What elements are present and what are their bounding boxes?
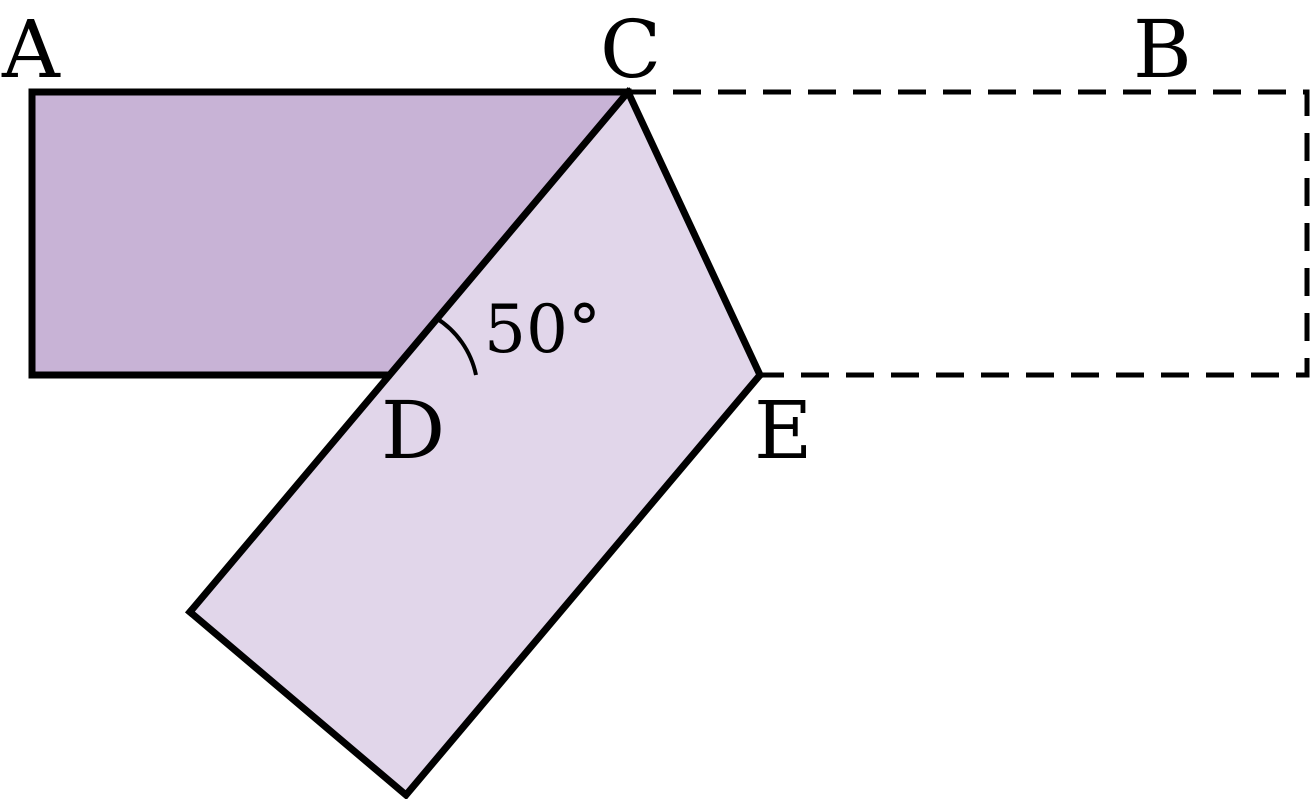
angle-label: 50°: [484, 291, 601, 368]
folded-flap: [190, 92, 760, 795]
label-A: A: [1, 3, 61, 96]
edge-CE: [623, 87, 765, 380]
original-rectangle-outline: [388, 89, 1310, 378]
edge-flap-bottom: [185, 370, 765, 799]
edge-A-left: [28, 88, 392, 379]
label-E: E: [754, 384, 812, 477]
angle-arc: [434, 316, 478, 376]
label-C: C: [600, 3, 661, 96]
label-D: D: [381, 384, 445, 477]
unfolded-region: [32, 92, 628, 375]
label-B: B: [1133, 3, 1192, 96]
fold-line-CD: [185, 87, 633, 617]
